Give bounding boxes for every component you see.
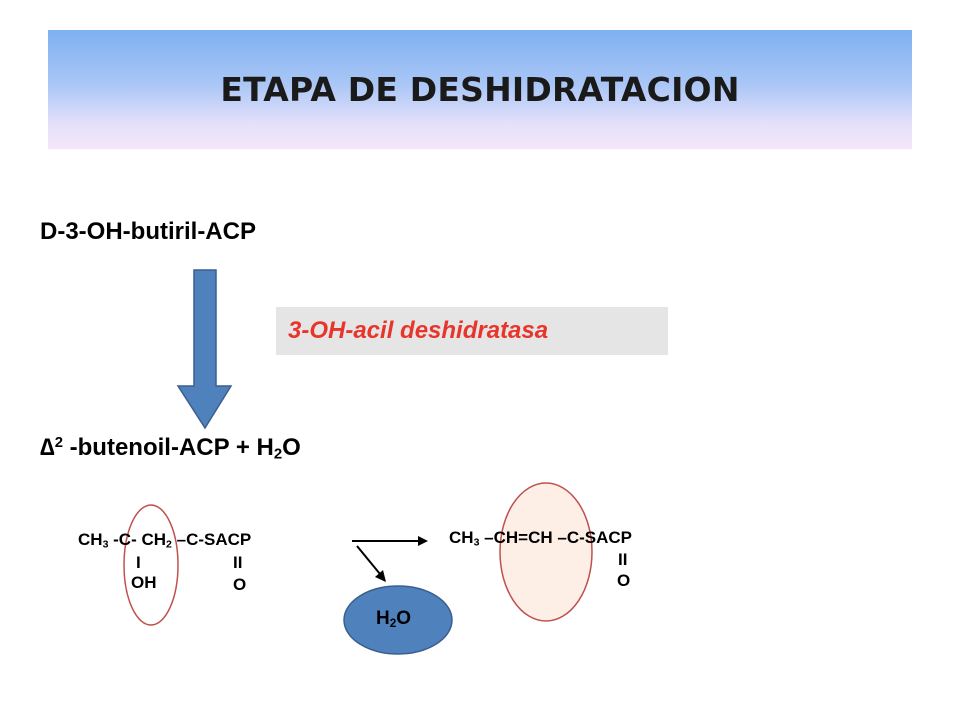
- reactant-oxygen: O: [233, 575, 247, 594]
- product-oxygen: O: [617, 571, 631, 590]
- reactant-ch3-subscript: 3: [102, 538, 109, 551]
- delta-symbol: ∆: [40, 434, 55, 461]
- reaction-down-arrow: [176, 269, 233, 430]
- reactant-oh: OH: [131, 573, 157, 592]
- enzyme-label-box: 3-OH-acil deshidratasa: [276, 307, 668, 355]
- product-formula: CH3 –CH=CH –C-SACP: [449, 528, 632, 549]
- product-highlight-ellipse: [499, 482, 593, 622]
- water-oxygen: O: [282, 434, 301, 461]
- reactant-single-bond: I: [136, 553, 141, 572]
- reactant-formula: CH3 -C- CH2 –C-SACP: [78, 530, 251, 551]
- reactant-ch3: CH: [78, 530, 103, 549]
- water-ellipse: [343, 585, 453, 655]
- water-o: O: [396, 608, 412, 629]
- water-release-arrow-head: [375, 570, 386, 582]
- small-reaction-arrow-head: [418, 536, 428, 546]
- slide-title: ETAPA DE DESHIDRATACION: [220, 70, 740, 109]
- water-release-arrow-shaft: [356, 545, 381, 575]
- product-tail: –CH=CH –C-SACP: [479, 528, 632, 547]
- reactant-middle: -C- CH: [108, 530, 167, 549]
- reactant-tail: –C-SACP: [171, 530, 252, 549]
- reactant-double-bond: II: [233, 553, 243, 572]
- product-double-bond: II: [618, 550, 628, 569]
- reactant-ch2-subscript: 2: [166, 538, 172, 551]
- enzyme-label: 3-OH-acil deshidratasa: [288, 317, 549, 344]
- product-name: -butenoil-ACP + H: [62, 434, 274, 461]
- water-subscript: 2: [273, 446, 283, 463]
- product-label: ∆2 -butenoil-ACP + H2O: [40, 434, 301, 463]
- product-ch3: CH: [449, 528, 474, 547]
- product-ch3-subscript: 3: [473, 536, 480, 549]
- water-h-subscript: 2: [389, 616, 397, 630]
- water-label: H2O: [376, 608, 411, 630]
- title-banner: ETAPA DE DESHIDRATACION: [48, 30, 912, 149]
- reactant-highlight-ellipse: [123, 504, 179, 626]
- water-h: H: [376, 608, 390, 629]
- substrate-label: D-3-OH-butiril-ACP: [40, 218, 256, 245]
- delta-superscript: 2: [54, 434, 63, 451]
